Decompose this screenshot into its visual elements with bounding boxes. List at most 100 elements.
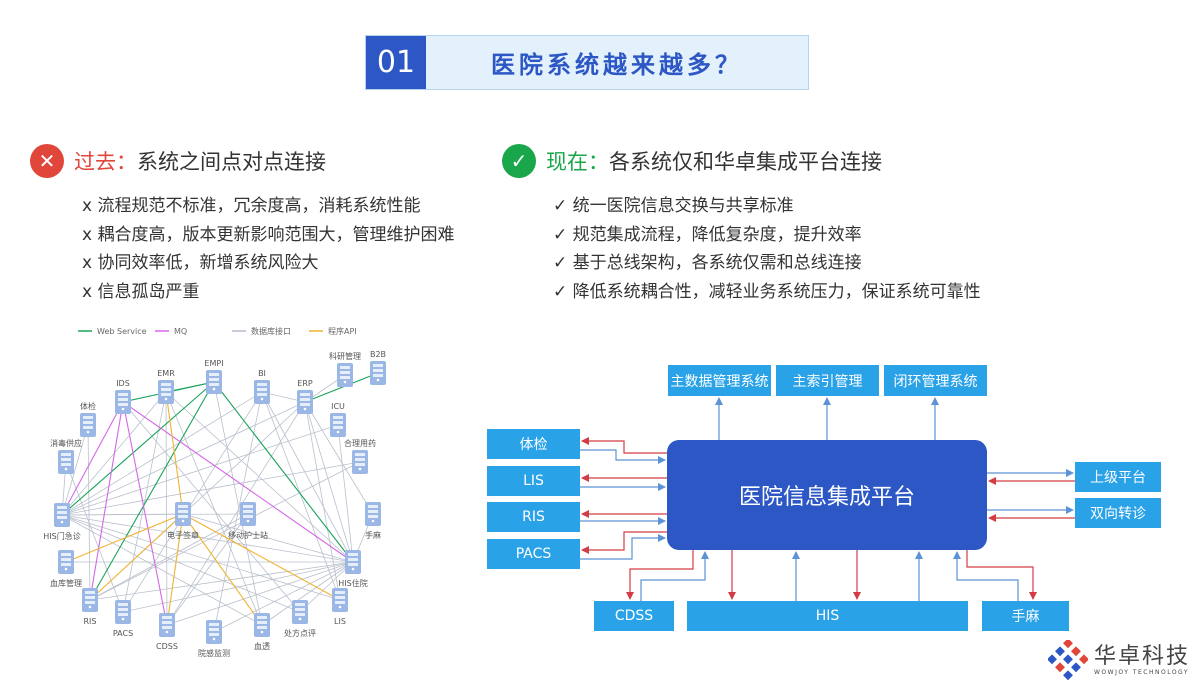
connection-api	[165, 391, 184, 515]
server-slot	[209, 383, 219, 386]
incoming-arrow	[640, 551, 709, 601]
server-slot	[300, 398, 310, 401]
connection-db	[304, 401, 374, 515]
server-slot	[178, 505, 188, 508]
check-circle-icon: ✓	[502, 144, 536, 178]
list-item: x 耦合度高，版本更新影响范围大，管理维护困难	[82, 224, 455, 245]
server-label: 移动护士站	[228, 530, 268, 540]
system-box: LIS	[487, 466, 580, 496]
connection-db	[61, 391, 263, 516]
connection-db	[165, 391, 168, 626]
legend-label: MQ	[174, 327, 187, 336]
past-label: 过去：	[74, 150, 137, 174]
server-label: IDS	[116, 379, 130, 388]
server-slot	[209, 623, 219, 626]
integration-platform: 医院信息集成平台	[667, 440, 987, 550]
server-label: 血透	[254, 641, 270, 651]
system-box: 体检	[487, 429, 580, 459]
x-circle-icon: ✕	[30, 144, 64, 178]
connection-ws	[213, 381, 354, 563]
connection-mq	[122, 401, 168, 626]
server-slot	[333, 416, 343, 419]
connection-ws	[89, 381, 215, 601]
connection-ws	[61, 381, 215, 516]
now-label: 现在：	[546, 150, 609, 174]
connection-db	[261, 561, 354, 626]
server-label: ICU	[331, 402, 345, 411]
connection-db	[213, 561, 354, 633]
server-led	[88, 605, 92, 609]
server-slot	[118, 603, 128, 606]
system-box: 双向转诊	[1075, 498, 1161, 528]
server-slot	[162, 626, 172, 629]
server-slot	[333, 426, 343, 429]
server-slot	[348, 558, 358, 561]
server-slot	[83, 426, 93, 429]
logo-diamond	[1063, 670, 1073, 680]
server-slot	[161, 383, 171, 386]
past-list: x 流程规范不标准，冗余度高，消耗系统性能 x 耦合度高，版本更新影响范围大，管…	[82, 192, 454, 306]
server-led	[303, 407, 307, 411]
server-label: EMPI	[204, 359, 223, 368]
outgoing-arrow	[966, 550, 1037, 600]
connection-ws	[304, 372, 379, 403]
server-slot	[118, 608, 128, 611]
connection-db	[182, 513, 354, 563]
server-slot	[83, 416, 93, 419]
server-led	[260, 397, 264, 401]
server-node: RIS	[82, 588, 98, 626]
server-slot	[340, 366, 350, 369]
system-box: HIS	[687, 601, 968, 631]
server-slot	[257, 383, 267, 386]
system-box: PACS	[487, 539, 580, 569]
server-slot	[209, 633, 219, 636]
connection-api	[89, 513, 184, 601]
list-item: ✓ 统一医院信息交换与共享标准	[553, 196, 794, 216]
server-slot	[57, 506, 67, 509]
server-led	[121, 617, 125, 621]
server-slot	[368, 505, 378, 508]
server-node: 电子签章	[167, 502, 199, 540]
connection-db	[304, 401, 341, 601]
server-slot	[257, 626, 267, 629]
connection-db	[89, 461, 361, 601]
server-label: 消毒供应	[50, 438, 82, 448]
server-node: ERP	[297, 379, 313, 414]
connection-db	[89, 561, 354, 601]
server-label: 院感监测	[198, 648, 230, 658]
connection-db	[61, 401, 306, 516]
server-slot	[209, 378, 219, 381]
connection-db	[122, 401, 301, 613]
connection-api	[166, 513, 184, 626]
server-node: 体检	[80, 401, 96, 437]
connection-db	[61, 514, 354, 563]
connection-db	[61, 514, 263, 626]
server-slot	[85, 601, 95, 604]
section-number: 01	[366, 36, 426, 89]
server-label: 合理用药	[344, 438, 376, 448]
server-slot	[61, 563, 71, 566]
server-node: 移动护士站	[228, 502, 268, 540]
server-node: 合理用药	[344, 438, 376, 474]
connection-api	[65, 513, 184, 563]
server-node: B2B	[370, 350, 386, 385]
server-slot	[61, 458, 71, 461]
logo-diamond	[1071, 662, 1081, 673]
server-node: LIS	[332, 588, 348, 626]
system-box: CDSS	[594, 601, 674, 631]
server-slot	[335, 596, 345, 599]
server-led	[164, 397, 168, 401]
now-heading: ✓ 现在：各系统仅和华卓集成平台连接	[502, 144, 882, 178]
server-node: CDSS	[156, 613, 178, 651]
server-node: IDS	[115, 379, 131, 414]
server-label: CDSS	[156, 642, 178, 651]
server-node: EMR	[157, 369, 175, 404]
connection-db	[61, 514, 341, 601]
connection-mq	[89, 401, 124, 601]
server-slot	[373, 369, 383, 372]
server-slot	[355, 453, 365, 456]
server-slot	[295, 613, 305, 616]
server-slot	[373, 364, 383, 367]
server-label: RIS	[84, 617, 97, 626]
logo-diamond	[1063, 654, 1073, 665]
